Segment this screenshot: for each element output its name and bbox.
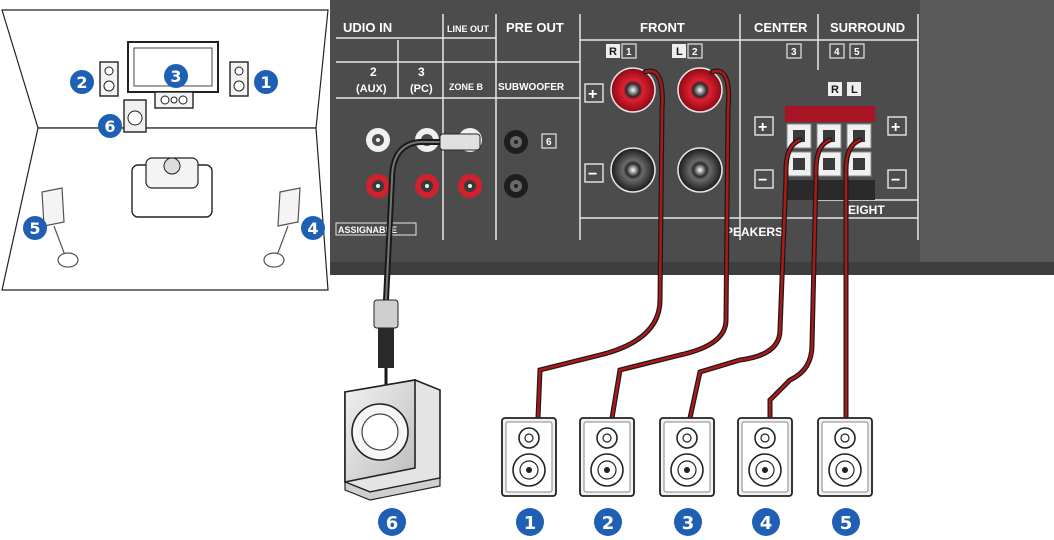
svg-text:5: 5: [29, 219, 40, 238]
room-badge-subwoofer: 6: [98, 114, 122, 138]
speaker-icon-surround-left: [817, 417, 873, 497]
bottom-badges: 6 1 2 3 4 5: [378, 508, 860, 536]
bottom-badge-surround-left: 5: [832, 508, 860, 536]
push-terminals: [785, 106, 875, 200]
front-l-letter: L: [676, 46, 683, 58]
input-2-name: (AUX): [356, 83, 387, 95]
room-badge-surround-right: 5: [23, 216, 47, 240]
svg-text:4: 4: [307, 219, 318, 238]
bottom-badge-subwoofer: 6: [378, 508, 406, 536]
svg-text:6: 6: [104, 117, 115, 136]
room-badge-surround-left: 4: [301, 216, 325, 240]
surround-plus-sign: +: [891, 119, 900, 136]
bottom-badge-front-left: 2: [594, 508, 622, 536]
surround-r-letter: R: [831, 84, 839, 96]
svg-text:3: 3: [170, 67, 181, 86]
surround-l-letter: L: [851, 84, 858, 96]
pre-out-label: PRE OUT: [506, 20, 564, 35]
audio-in-label: UDIO IN: [343, 20, 392, 35]
subwoofer-cable: [373, 133, 481, 386]
room-badge-center: 3: [164, 64, 188, 88]
front-plus-sign: +: [588, 86, 597, 103]
svg-text:3: 3: [682, 513, 695, 534]
svg-text:2: 2: [76, 73, 87, 92]
room-badges: 2 3 1 6 5 4: [23, 64, 325, 240]
speaker-cables: [535, 68, 863, 421]
room-layout-illustration: [1, 9, 329, 291]
surround-minus-sign: −: [891, 172, 900, 189]
assignable-label: ASSIGNABLE: [338, 225, 397, 235]
svg-text:5: 5: [840, 513, 853, 534]
polarity-signs: + − + − + −: [584, 83, 907, 189]
line-out-label: LINE OUT: [447, 24, 490, 34]
subwoofer-index: 6: [546, 137, 552, 148]
center-index: 3: [791, 47, 797, 58]
input-3-number: 3: [418, 65, 425, 79]
bottom-badge-surround-right: 4: [752, 508, 780, 536]
svg-text:1: 1: [524, 513, 537, 534]
center-minus-sign: −: [758, 172, 767, 189]
speaker-icon-front-right: [501, 417, 557, 497]
surround-label: SURROUND: [830, 20, 905, 35]
bottom-badge-front-right: 1: [516, 508, 544, 536]
front-r-index: 1: [626, 47, 632, 58]
svg-text:6: 6: [386, 513, 399, 534]
svg-text:4: 4: [760, 513, 773, 534]
center-label: CENTER: [754, 20, 808, 35]
front-binding-posts: [610, 67, 723, 193]
svg-text:1: 1: [260, 73, 271, 92]
surround-index-b: 5: [854, 47, 860, 58]
speakers-label: PEAKERS: [725, 225, 783, 239]
speaker-row: [501, 417, 873, 497]
surround-index-a: 4: [834, 47, 840, 58]
input-2-number: 2: [370, 65, 377, 79]
receiver-back-panel: UDIO IN LINE OUT PRE OUT FRONT CENTER SU…: [330, 0, 1054, 275]
subwoofer-label: SUBWOOFER: [498, 82, 565, 93]
input-3-name: (PC): [410, 83, 433, 95]
room-badge-front-right: 1: [254, 70, 278, 94]
room-badge-front-left: 2: [70, 70, 94, 94]
front-l-index: 2: [692, 47, 698, 58]
front-minus-sign: −: [588, 166, 597, 183]
speaker-icon-center: [659, 417, 715, 497]
speaker-icon-surround-right: [737, 417, 793, 497]
svg-text:2: 2: [602, 513, 615, 534]
zone-b-label: ZONE B: [449, 82, 484, 92]
front-r-letter: R: [609, 46, 617, 58]
bottom-badge-center: 3: [674, 508, 702, 536]
subwoofer-speaker: [344, 379, 441, 501]
front-label: FRONT: [640, 20, 685, 35]
speaker-icon-front-left: [579, 417, 635, 497]
center-plus-sign: +: [758, 119, 767, 136]
height-label: EIGHT: [848, 203, 885, 217]
